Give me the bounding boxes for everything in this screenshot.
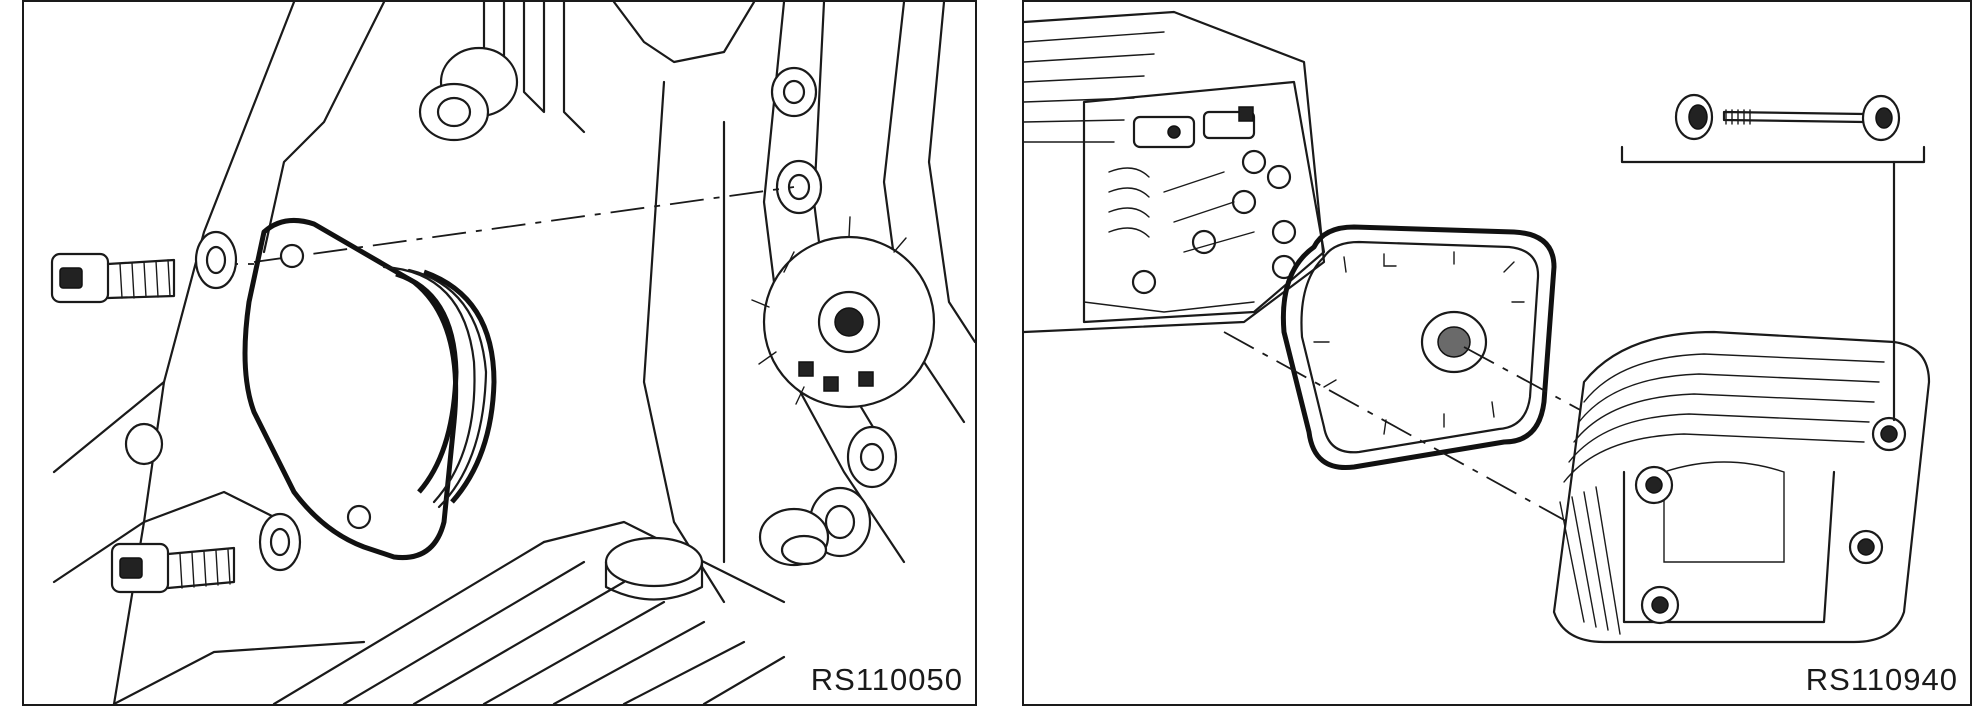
figure-left: RS110050 [22, 0, 977, 706]
figure-code-right: RS110940 [1803, 662, 1960, 698]
figure-code-left: RS110050 [808, 662, 965, 698]
cover-plate-exploded-drawing [50, 2, 975, 704]
figure-right: RS110940 [1022, 0, 1972, 706]
valve-cover-exploded-drawing [1024, 10, 1931, 644]
